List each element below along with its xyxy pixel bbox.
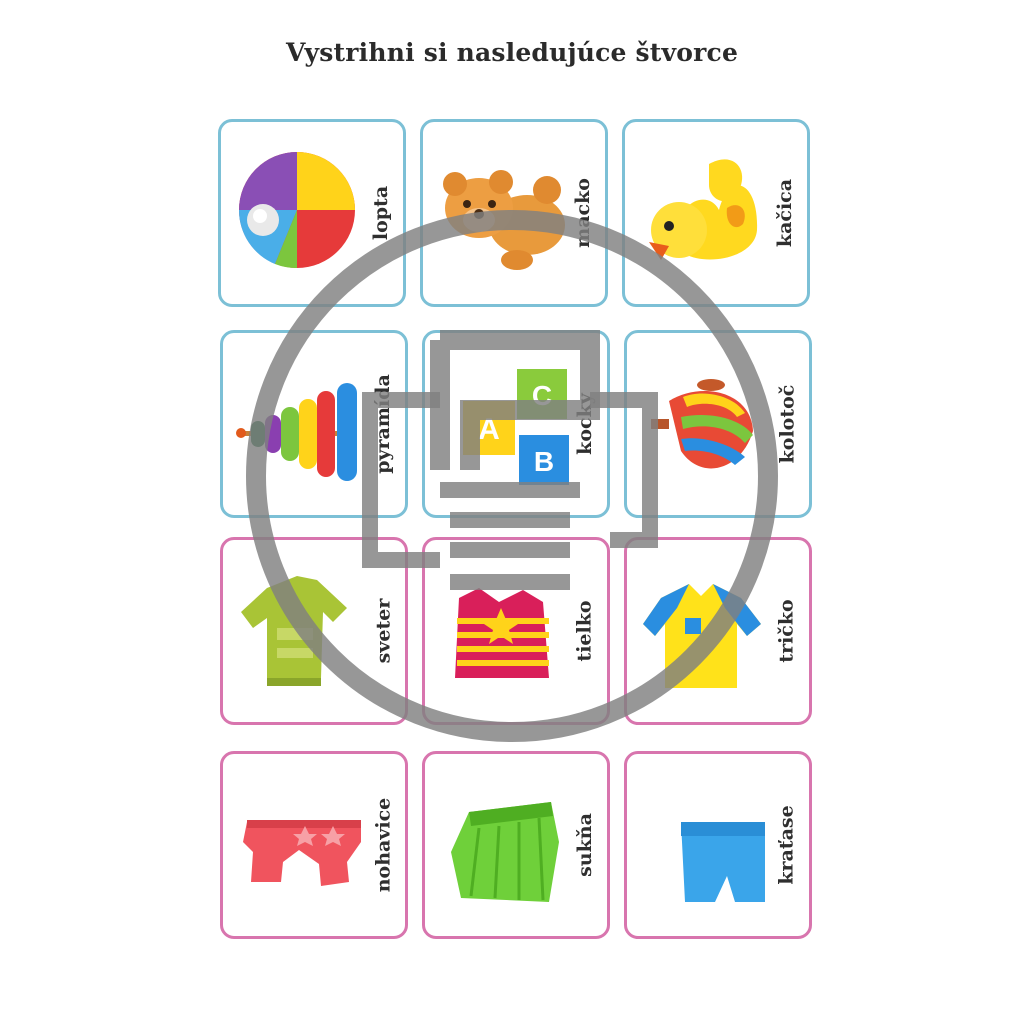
card-label: sveter: [372, 598, 395, 664]
card-trousers: nohavice: [220, 751, 408, 939]
spinning-top-icon: [651, 379, 753, 469]
sweater-icon: [241, 576, 347, 686]
card-teddy: macko: [420, 119, 608, 307]
card-duck: kačica: [622, 119, 810, 307]
svg-text:C: C: [532, 380, 552, 411]
card-label: tričko: [776, 599, 799, 663]
svg-text:B: B: [534, 446, 554, 477]
skirt-icon: [451, 802, 559, 902]
card-blocks: C A B kocky: [422, 330, 610, 518]
t-shirt-icon: [643, 584, 761, 688]
shorts-icon: [681, 822, 765, 902]
card-label: kraťase: [776, 805, 799, 885]
tank-top-icon: [455, 588, 549, 678]
card-label: pyramída: [372, 374, 395, 474]
abc-blocks-icon: C A B: [463, 369, 569, 485]
card-t-shirt: tričko: [624, 537, 812, 725]
card-pyramid: pyramída: [220, 330, 408, 518]
card-label: kačica: [774, 178, 796, 248]
card-label: lopta: [370, 185, 393, 241]
card-label: nohavice: [372, 797, 394, 893]
card-tank-top: tielko: [422, 537, 610, 725]
page-title: Vystrihni si nasledujúce štvorce: [285, 38, 739, 67]
card-top: kolotoč: [624, 330, 812, 518]
trousers-icon: [243, 820, 361, 886]
duck-icon: [649, 159, 758, 260]
svg-text:A: A: [478, 413, 500, 446]
card-sweater: sveter: [220, 537, 408, 725]
ring-pyramid-icon: [236, 383, 357, 481]
card-ball: lopta: [218, 119, 406, 307]
card-skirt: sukňa: [422, 751, 610, 939]
card-label: kocky: [574, 393, 596, 455]
card-label: tielko: [574, 600, 597, 662]
card-shorts: kraťase: [624, 751, 812, 939]
card-label: kolotoč: [776, 384, 798, 464]
card-label: sukňa: [574, 813, 596, 877]
ball-icon: [238, 152, 355, 269]
card-label: macko: [572, 178, 595, 248]
teddy-bear-icon: [443, 170, 565, 270]
